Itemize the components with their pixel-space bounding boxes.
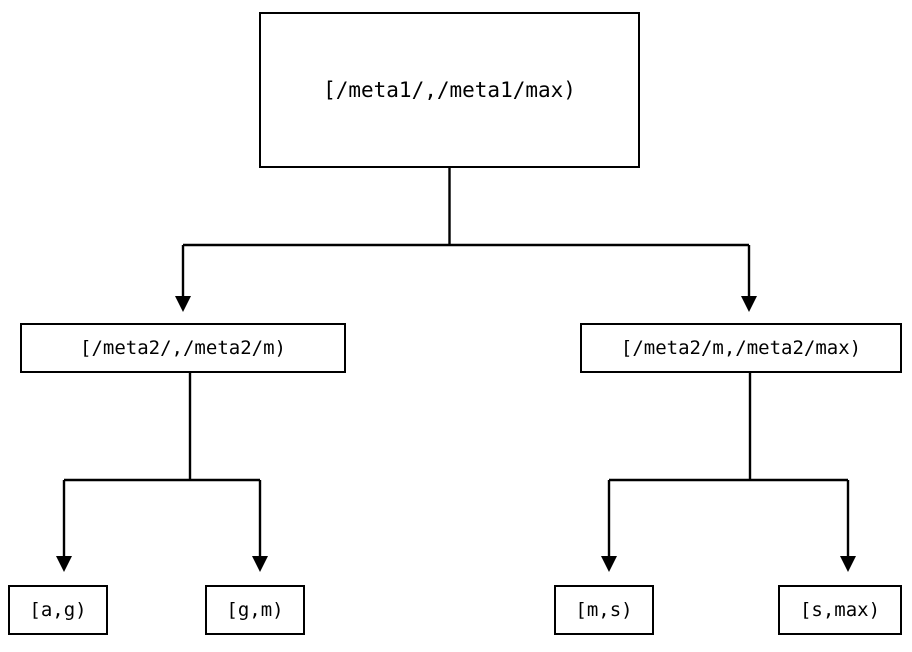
arrowhead-mid-left xyxy=(175,296,191,312)
node-leaf-2[interactable]: [m,s) xyxy=(554,585,654,635)
node-leaf-1-label: [g,m) xyxy=(226,598,284,621)
node-leaf-3[interactable]: [s,max) xyxy=(778,585,902,635)
arrowhead-leaf-0 xyxy=(56,556,72,572)
node-leaf-0[interactable]: [a,g) xyxy=(8,585,108,635)
arrowhead-leaf-3 xyxy=(840,556,856,572)
node-root-label: [/meta1/,/meta1/max) xyxy=(323,77,576,102)
arrowhead-leaf-2 xyxy=(601,556,617,572)
node-mid-left-label: [/meta2/,/meta2/m) xyxy=(80,336,286,359)
node-mid-right-label: [/meta2/m,/meta2/max) xyxy=(620,336,862,359)
arrowhead-mid-right xyxy=(741,296,757,312)
node-leaf-3-label: [s,max) xyxy=(799,598,881,621)
node-mid-left[interactable]: [/meta2/,/meta2/m) xyxy=(20,323,346,373)
node-leaf-1[interactable]: [g,m) xyxy=(205,585,305,635)
arrowhead-leaf-1 xyxy=(252,556,268,572)
node-leaf-2-label: [m,s) xyxy=(575,598,633,621)
node-root[interactable]: [/meta1/,/meta1/max) xyxy=(259,12,640,168)
node-leaf-0-label: [a,g) xyxy=(29,598,87,621)
node-mid-right[interactable]: [/meta2/m,/meta2/max) xyxy=(580,323,902,373)
